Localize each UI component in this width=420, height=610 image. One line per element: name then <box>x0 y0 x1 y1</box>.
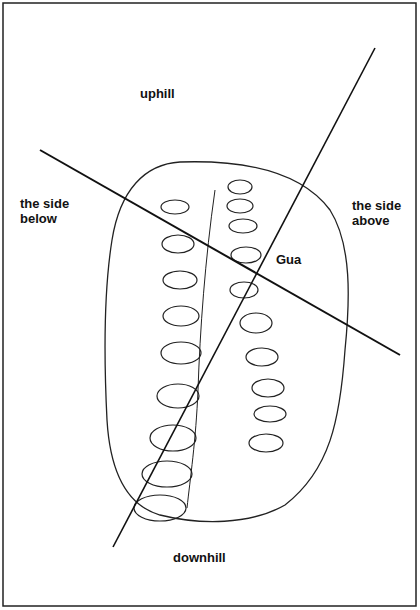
map-label: Gua <box>274 252 303 267</box>
house <box>230 282 258 298</box>
map-label: uphill <box>138 86 177 101</box>
house <box>134 495 186 521</box>
house <box>142 461 192 487</box>
axis-line <box>113 48 375 547</box>
house <box>150 425 196 451</box>
house <box>161 342 201 364</box>
map-label: downhill <box>171 550 228 565</box>
house <box>240 313 272 333</box>
house <box>254 406 286 422</box>
house-group <box>134 180 286 521</box>
settlement-outline <box>105 162 348 522</box>
dividing-path <box>187 190 215 508</box>
house <box>163 271 197 289</box>
house <box>227 199 253 213</box>
house <box>229 219 257 233</box>
frame-border <box>3 3 416 606</box>
house <box>252 379 284 397</box>
axis-line <box>40 150 400 355</box>
house <box>161 200 189 214</box>
map-label: the side above <box>350 198 414 228</box>
house <box>163 306 199 326</box>
house <box>249 434 283 452</box>
map-label: the side below <box>18 196 86 226</box>
house <box>162 235 194 253</box>
house <box>246 348 278 366</box>
house <box>228 180 252 194</box>
